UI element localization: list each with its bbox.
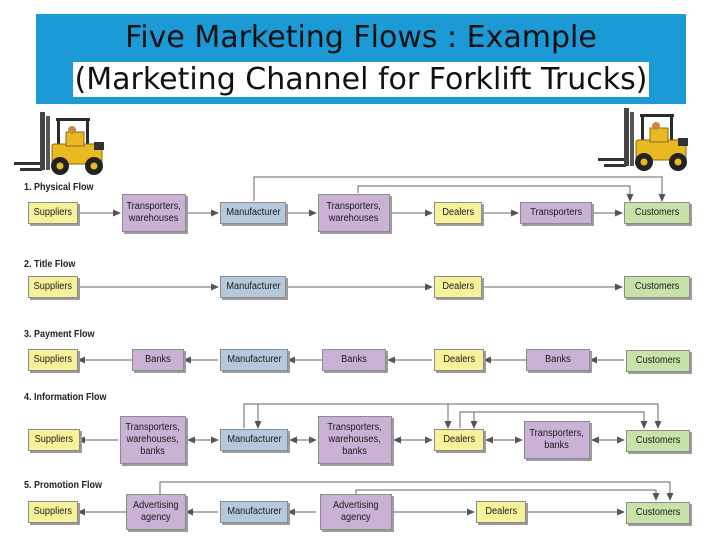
node-transporters-banks: Transporters, banks	[524, 421, 590, 459]
node-label: Customers	[635, 507, 681, 518]
flow-label-payment: 3. Payment Flow	[24, 329, 95, 340]
node-manufacturer: Manufacturer	[220, 501, 288, 523]
node-label: Transporters	[530, 207, 582, 218]
node-suppliers: Suppliers	[28, 349, 78, 371]
node-transporters-warehouses: Transporters, warehouses	[318, 194, 390, 232]
node-dealers: Dealers	[434, 202, 482, 224]
node-banks: Banks	[322, 349, 386, 371]
bypass-arrow	[357, 185, 634, 202]
node-manufacturer: Manufacturer	[220, 429, 288, 451]
node-customers: Customers	[624, 276, 690, 298]
slide-title-line-2: (Marketing Channel for Forklift Trucks)	[36, 60, 686, 100]
node-dealers: Dealers	[434, 276, 482, 298]
node-label: Manufacturer	[226, 434, 282, 445]
node-transporters: Transporters	[520, 202, 592, 224]
node-customers: Customers	[626, 502, 690, 524]
node-label: Customers	[634, 281, 680, 292]
node-suppliers: Suppliers	[28, 501, 78, 523]
node-label: Transporters, warehouses, banks	[125, 422, 181, 457]
node-advertising-agency: Advertising agency	[320, 494, 392, 530]
node-suppliers: Suppliers	[28, 276, 78, 298]
node-label: Dealers	[443, 434, 475, 445]
node-label: Dealers	[485, 506, 517, 517]
flow-label-promotion: 5. Promotion Flow	[24, 480, 103, 491]
node-manufacturer: Manufacturer	[220, 276, 286, 298]
node-dealers: Dealers	[434, 349, 484, 371]
bypass-arrow	[159, 481, 674, 501]
node-suppliers: Suppliers	[28, 429, 80, 451]
node-label: Transporters, warehouses	[326, 201, 382, 224]
node-label: Advertising agency	[333, 500, 379, 523]
bypass-arrow	[243, 403, 662, 429]
node-label: Transporters, warehouses, banks	[327, 422, 383, 457]
node-label: Suppliers	[33, 506, 73, 517]
title-banner: Five Marketing Flows : Example (Marketin…	[36, 14, 686, 104]
bypass-arrow	[253, 176, 666, 202]
node-label: Banks	[341, 354, 367, 365]
node-label: Advertising agency	[133, 500, 179, 523]
node-transporters-warehouses: Transporters, warehouses	[122, 194, 186, 232]
slide-title-line-1: Five Marketing Flows : Example	[125, 20, 597, 55]
node-dealers: Dealers	[476, 501, 526, 523]
node-label: Suppliers	[33, 354, 73, 365]
node-label: Customers	[635, 435, 681, 446]
node-manufacturer: Manufacturer	[220, 202, 286, 224]
node-label: Customers	[634, 207, 680, 218]
node-label: Manufacturer	[226, 506, 282, 517]
node-dealers: Dealers	[434, 429, 484, 451]
forklift-icon	[598, 108, 688, 171]
flow-label-information: 4. Information Flow	[24, 392, 107, 403]
bypass-arrow	[355, 489, 660, 501]
forklift-icon	[14, 112, 104, 175]
node-label: Dealers	[443, 354, 475, 365]
node-label: Customers	[635, 355, 681, 366]
node-customers: Customers	[626, 430, 690, 452]
node-label: Dealers	[442, 281, 474, 292]
node-label: Manufacturer	[225, 207, 281, 218]
node-label: Suppliers	[33, 207, 73, 218]
node-label: Banks	[145, 354, 171, 365]
slide-title-line-2-text: (Marketing Channel for Forklift Trucks)	[72, 62, 650, 97]
node-transporters-warehouses-banks: Transporters, warehouses, banks	[318, 416, 392, 464]
flow-label-physical: 1. Physical Flow	[24, 182, 94, 193]
node-customers: Customers	[626, 350, 690, 372]
node-advertising-agency: Advertising agency	[126, 494, 186, 530]
node-customers: Customers	[624, 202, 690, 224]
node-label: Banks	[545, 354, 571, 365]
node-label: Suppliers	[34, 434, 74, 445]
bypass-arrow	[459, 411, 648, 429]
node-banks: Banks	[526, 349, 590, 371]
node-label: Dealers	[442, 207, 474, 218]
node-suppliers: Suppliers	[28, 202, 78, 224]
node-label: Manufacturer	[226, 354, 282, 365]
node-label: Transporters, warehouses	[126, 201, 182, 224]
node-label: Suppliers	[33, 281, 73, 292]
node-transporters-warehouses-banks: Transporters, warehouses, banks	[120, 416, 186, 464]
node-manufacturer: Manufacturer	[220, 349, 288, 371]
node-label: Transporters, banks	[529, 428, 585, 451]
node-banks: Banks	[132, 349, 184, 371]
flow-label-title: 2. Title Flow	[24, 259, 76, 270]
node-label: Manufacturer	[225, 281, 281, 292]
